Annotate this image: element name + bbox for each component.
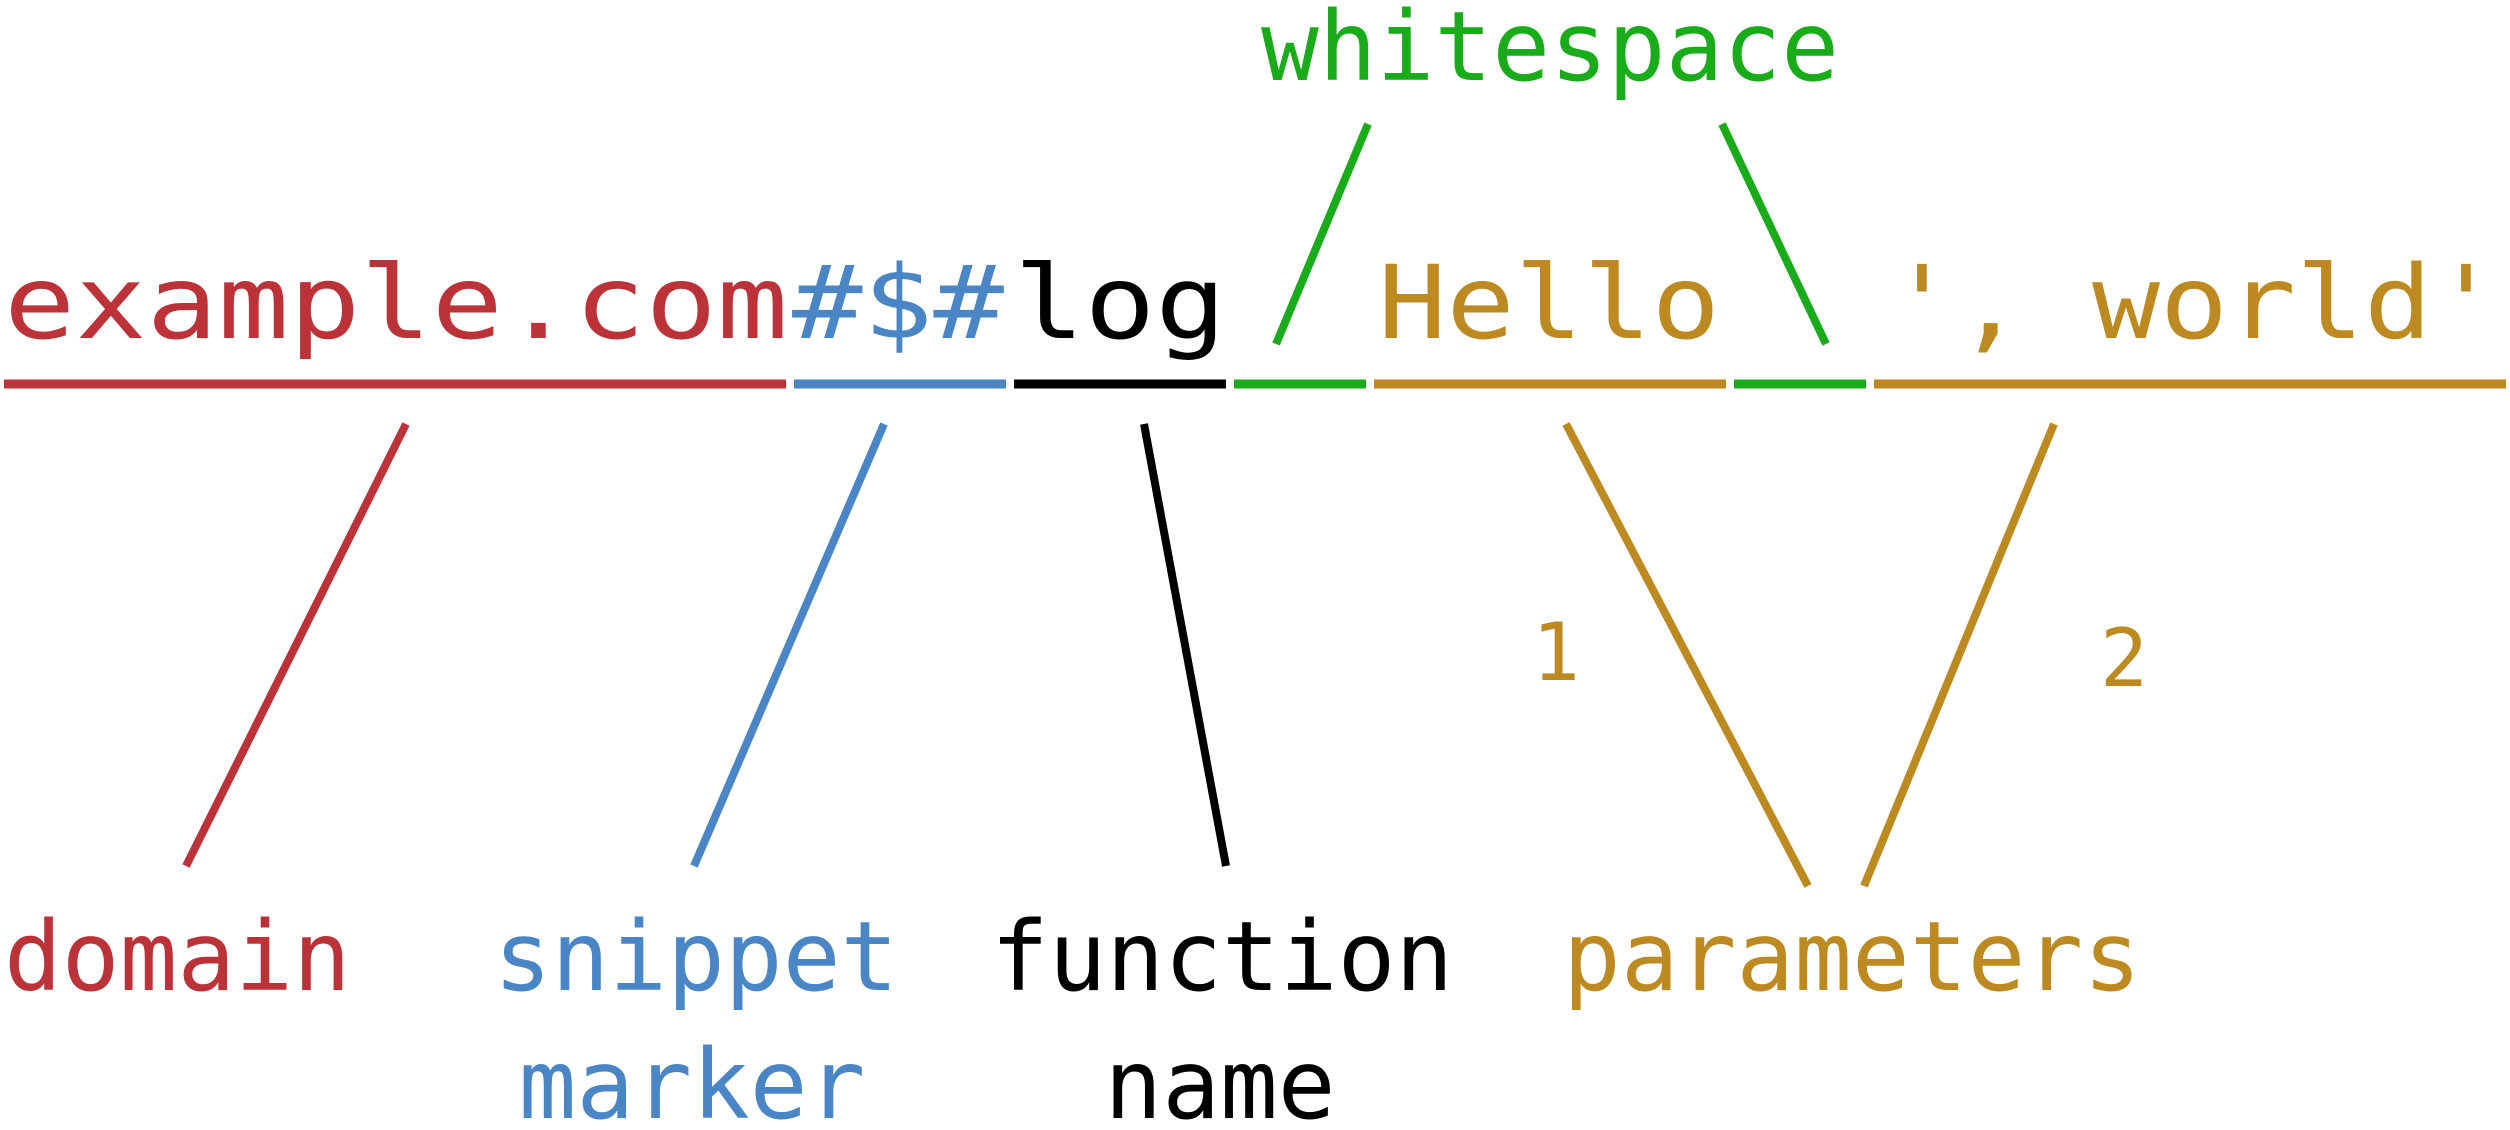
param2-connector	[1860, 422, 2058, 888]
parameters-label: parameters	[1563, 901, 2141, 1013]
snippet-marker-label-line1: snippet	[494, 901, 899, 1013]
whitespace-connector-right	[1718, 122, 1830, 346]
domain-label: domain	[4, 901, 351, 1013]
domain-connector	[182, 422, 410, 868]
parameter-number-2: 2	[2100, 612, 2148, 705]
marker-connector	[690, 422, 888, 868]
function-connector	[1140, 423, 1230, 867]
code-domain: example.com	[4, 244, 788, 363]
whitespace-label: whitespace	[1261, 0, 1839, 103]
parameter-number-1: 1	[1532, 606, 1580, 699]
code-parameter-2: ', world'	[1888, 244, 2500, 363]
snippet-marker-label-line2: marker	[519, 1029, 866, 1130]
function-name-label-line1: function	[991, 901, 1453, 1013]
param1-connector	[1562, 422, 1812, 888]
function-name-label-line2: name	[1104, 1029, 1335, 1130]
code-snippet-marker: #$#	[792, 244, 1005, 363]
code-function-name: log	[1014, 244, 1226, 363]
code-parameter-1: Hello	[1378, 244, 1720, 363]
whitespace-connector-left	[1272, 122, 1372, 346]
